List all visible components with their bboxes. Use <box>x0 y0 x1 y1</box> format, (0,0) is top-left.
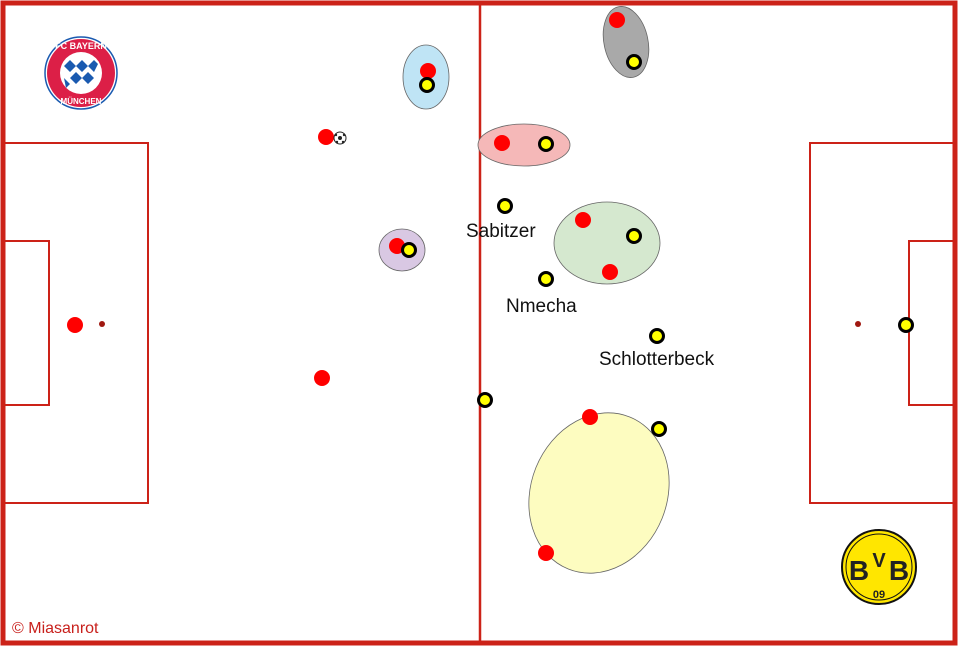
bvb-player <box>477 392 493 408</box>
bvb-player <box>538 136 554 152</box>
svg-text:B: B <box>849 555 869 586</box>
bayern-player <box>420 63 436 79</box>
bayern-player <box>538 545 554 561</box>
right-goal-box <box>908 240 956 406</box>
bvb-player-schlotterbeck <box>649 328 665 344</box>
copyright: © Miasanrot <box>12 620 99 637</box>
label-nmecha: Nmecha <box>506 296 577 317</box>
svg-text:MÜNCHEN: MÜNCHEN <box>61 97 102 106</box>
ball <box>333 131 347 145</box>
svg-text:09: 09 <box>873 589 885 601</box>
bayern-player <box>67 317 83 333</box>
bayern-player <box>609 12 625 28</box>
bayern-player <box>582 409 598 425</box>
svg-text:FC BAYERN: FC BAYERN <box>55 41 107 51</box>
bayern-player <box>575 212 591 228</box>
bvb-player <box>419 77 435 93</box>
left-penalty-spot <box>99 321 105 327</box>
label-schlotterbeck: Schlotterbeck <box>599 349 715 370</box>
bvb-logo: B B V 09 <box>841 529 917 605</box>
bvb-player-nmecha <box>538 271 554 287</box>
bayern-player <box>318 129 334 145</box>
bvb-goalkeeper <box>898 317 914 333</box>
zone-pink <box>477 123 571 167</box>
zone-yellow <box>528 412 670 574</box>
bvb-player <box>651 421 667 437</box>
bvb-player <box>626 228 642 244</box>
svg-text:B: B <box>889 555 909 586</box>
svg-text:V: V <box>872 550 886 572</box>
zone-gray <box>602 6 650 78</box>
left-goal-box <box>2 240 50 406</box>
bvb-player <box>401 242 417 258</box>
bvb-players <box>401 54 914 437</box>
bayern-logo: FC BAYERN MÜNCHEN <box>44 36 118 110</box>
bayern-player <box>314 370 330 386</box>
bvb-player-sabitzer <box>497 198 513 214</box>
bvb-player <box>626 54 642 70</box>
bayern-players <box>67 12 625 561</box>
bayern-player <box>494 135 510 151</box>
bayern-player <box>602 264 618 280</box>
label-sabitzer: Sabitzer <box>466 221 536 242</box>
right-penalty-box <box>809 142 956 504</box>
right-penalty-spot <box>855 321 861 327</box>
